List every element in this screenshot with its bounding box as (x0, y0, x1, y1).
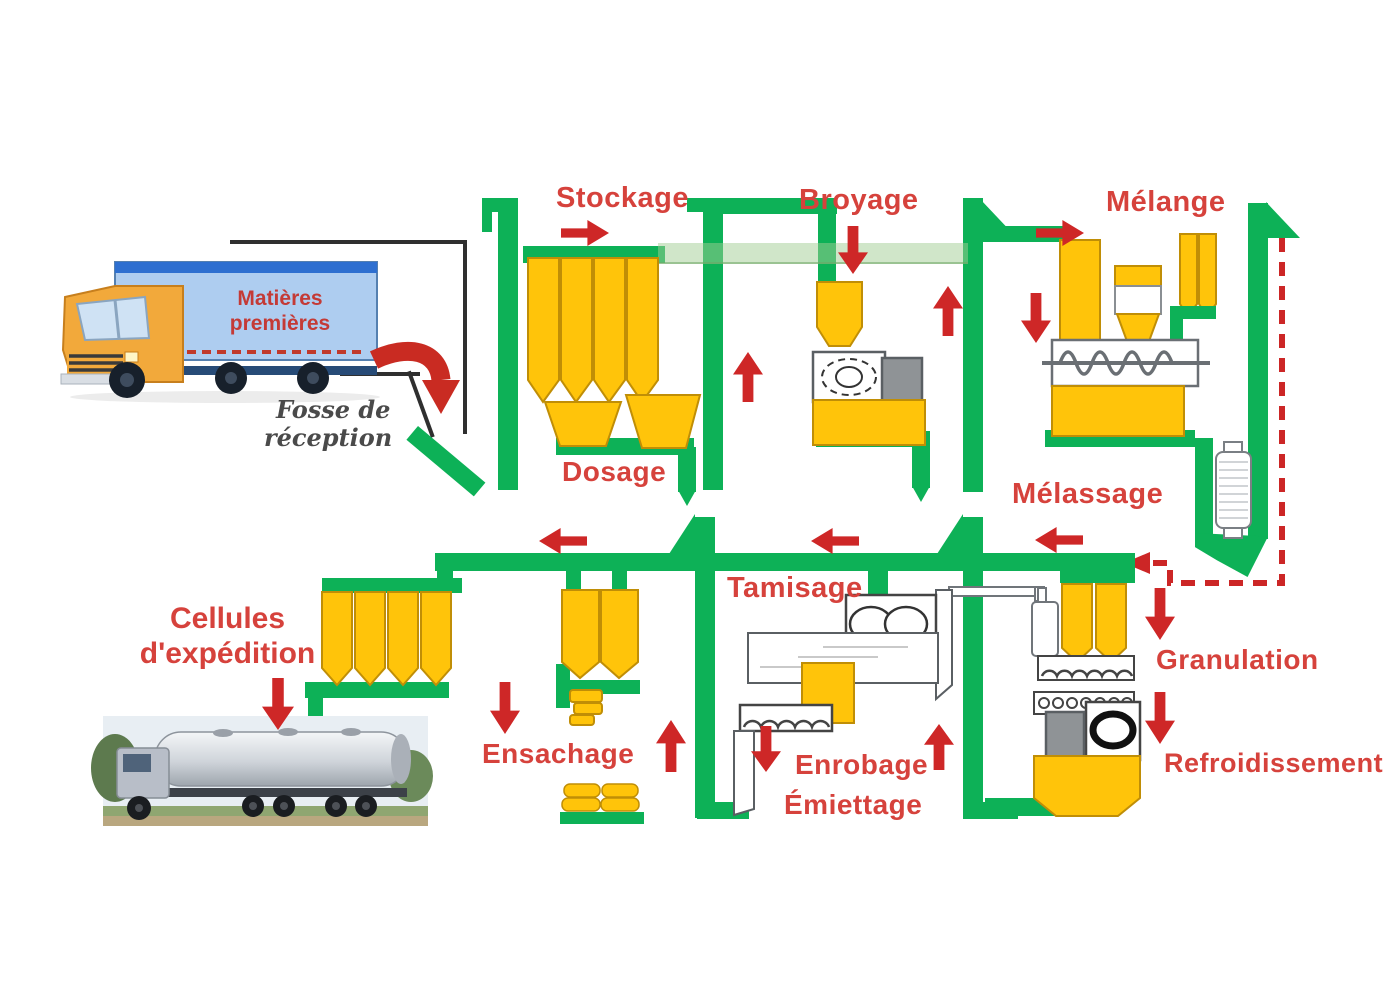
ensachage-unit-illustration (561, 589, 639, 726)
broyage-mill-illustration (811, 281, 926, 446)
mid-transfer-pipe (435, 553, 1135, 571)
flow-arrow-left-icon (811, 528, 859, 554)
flow-arrow-left-icon (1035, 527, 1083, 553)
label-melassage: Mélassage (1012, 478, 1164, 510)
pipe-hook (687, 198, 705, 212)
unloading-curved-arrow (369, 341, 460, 414)
dosage-discharge-pipe (678, 447, 696, 492)
dosage-spout (678, 490, 696, 506)
broyage-right-pipe (963, 198, 983, 492)
label-broyage: Broyage (799, 184, 919, 216)
expedition-bottom-bar (305, 682, 449, 698)
flow-arrow-up-icon (933, 286, 963, 336)
melassage-tank-illustration (1215, 441, 1252, 539)
fosse-line2: réception (264, 422, 393, 452)
label-stockage: Stockage (556, 182, 689, 214)
overhead-conveyor-band (658, 243, 968, 264)
flow-arrow-down-icon (490, 682, 520, 734)
fosse-line1: Fosse de (276, 395, 391, 424)
broyage-discharge-pipe (912, 440, 930, 488)
right-riser-pipe (1248, 203, 1268, 539)
label-tamisage: Tamisage (727, 572, 863, 604)
broyage-top-bar (703, 198, 837, 214)
matieres-line1: Matières (237, 287, 323, 310)
bag-pallet (560, 812, 644, 824)
granulation-hang-bar (1060, 569, 1135, 583)
enrobage-pipe-upper (963, 517, 983, 559)
granulation-unit-illustration (1031, 583, 1142, 817)
reception-outline-right (463, 240, 467, 434)
flow-arrow-left-icon (539, 528, 587, 554)
matieres-line2: premières (229, 312, 331, 336)
label-emiettage: Émiettage (784, 789, 923, 820)
label-fosse-reception: Fosse de réception (264, 395, 392, 451)
flow-arrow-up-icon (656, 720, 686, 772)
raw-material-truck-illustration (60, 261, 380, 403)
pipe-gusset (937, 514, 963, 554)
expedition-silos-illustration (321, 591, 452, 687)
cellules-line2: d'expédition (139, 636, 316, 670)
truck-side-label: Matières premières (205, 286, 355, 336)
tamisage-machine-illustration (733, 589, 953, 817)
broyage-spout (912, 486, 930, 502)
flow-arrow-down-icon (1145, 588, 1175, 640)
ensachage-stub (612, 566, 627, 594)
tamisage-left-pipe-upper (695, 517, 715, 559)
broyage-left-pipe (703, 198, 723, 490)
label-refroidissement: Refroidissement (1164, 748, 1384, 778)
label-enrobage: Enrobage (795, 749, 929, 780)
stockage-left-pipe (498, 198, 518, 490)
melange-mixer-illustration (1042, 233, 1217, 437)
melassage-inner-pipe (1195, 438, 1213, 540)
stockage-silos-illustration (527, 257, 702, 449)
label-granulation: Granulation (1156, 644, 1319, 675)
recirculation-dashed-path (1124, 238, 1285, 586)
shipping-tanker-photo (91, 716, 433, 826)
tamisage-left-pipe (695, 560, 715, 818)
flow-arrow-down-icon (1145, 692, 1175, 744)
label-cellules-expedition: Cellules d'expédition (120, 602, 335, 671)
ensachage-stub (566, 566, 581, 594)
flow-arrow-up-icon (733, 352, 763, 402)
label-ensachage: Ensachage (482, 738, 635, 769)
pipe-gusset (669, 514, 695, 554)
label-melange: Mélange (1106, 186, 1226, 218)
expedition-leg (308, 694, 323, 720)
bag-stack-illustration (561, 783, 640, 812)
reception-chute-pipe (406, 426, 486, 497)
reception-platform-line (340, 372, 420, 376)
enrobage-right-pipe (963, 560, 983, 818)
reception-outline-top (230, 240, 467, 244)
pipe-hook (482, 198, 492, 232)
label-dosage: Dosage (562, 456, 667, 487)
cellules-line1: Cellules (169, 602, 286, 635)
expedition-top-bar (322, 578, 462, 593)
